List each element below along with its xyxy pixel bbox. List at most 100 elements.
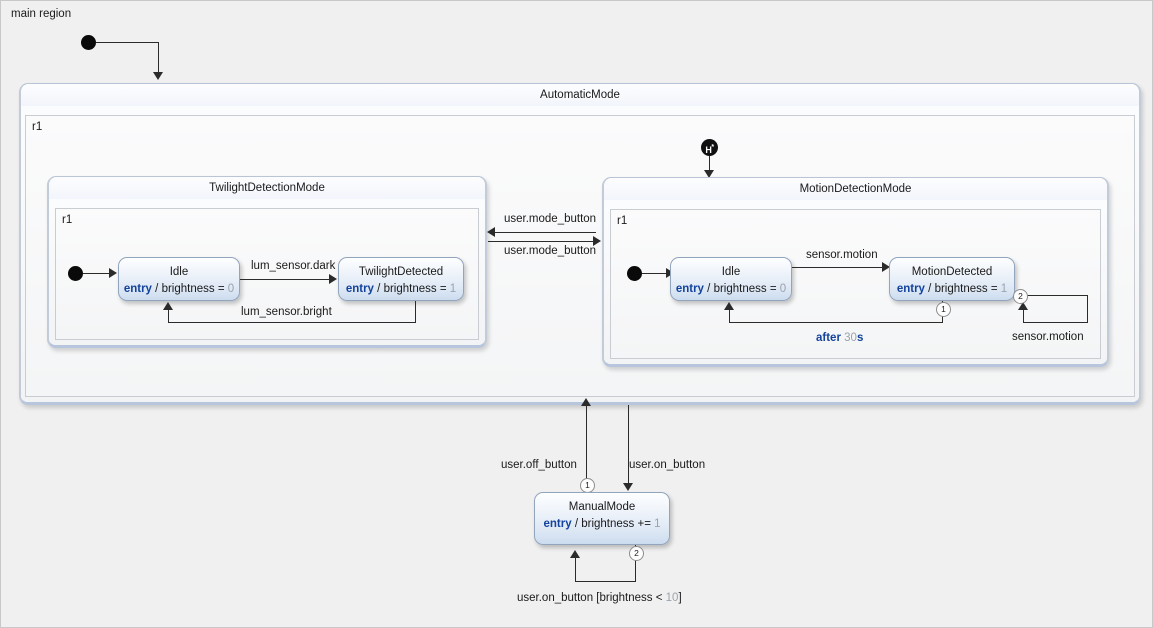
arrowhead-lum-sensor-dark <box>329 274 337 284</box>
edge-lum-bright-h <box>168 322 416 323</box>
arrowhead-sensor-motion <box>882 262 890 272</box>
edge-lum-sensor-dark <box>240 279 332 280</box>
edge-motion-self-h-top <box>1022 295 1088 296</box>
arrowhead-motion-self <box>1018 302 1028 310</box>
after-unit: s <box>856 332 864 344</box>
assignment: brightness += <box>581 518 651 530</box>
edge-mode-button-to-twilight <box>494 232 596 233</box>
edge-manual-self-v-left <box>575 557 576 582</box>
state-motion-idle-name: Idle <box>721 266 741 278</box>
edge-history-v <box>709 156 710 172</box>
edge-manual-self-v-right <box>635 545 636 582</box>
state-motion-detected-action: entry / brightness = 1 <box>890 281 1014 297</box>
label-motion-self: sensor.motion <box>1012 331 1084 343</box>
assignment: brightness = <box>934 283 998 295</box>
entry-keyword: entry <box>896 283 925 295</box>
badge-transition-order-2-motion: 2 <box>1013 289 1028 304</box>
edge-initial-main-v <box>158 42 159 74</box>
edge-after-30s-h <box>729 322 943 323</box>
state-twilight-idle[interactable]: Idle entry / brightness = 0 <box>118 257 240 301</box>
edge-manual-self-h <box>575 581 636 582</box>
arrowhead-history <box>704 170 714 178</box>
value: 1 <box>1000 283 1008 295</box>
label-off-button: user.off_button <box>501 459 577 471</box>
entry-keyword: entry <box>543 518 572 530</box>
arrowhead-initial-twilight <box>109 268 117 278</box>
badge-transition-order-1-motion: 1 <box>936 302 951 317</box>
slash: / <box>155 283 159 295</box>
state-twilight-idle-name: Idle <box>169 266 189 278</box>
manual-self-guard-open: user.on_button [brightness < <box>517 592 663 604</box>
initial-state-node-twilight[interactable] <box>68 266 83 281</box>
arrowhead-manual-self <box>570 550 580 558</box>
edge-after-30s-v-left <box>729 309 730 323</box>
arrowhead-lum-bright <box>163 302 173 310</box>
region-motion-r1-label: r1 <box>617 215 628 227</box>
state-twilight-detected-name: TwilightDetected <box>358 266 444 278</box>
state-twilight-detected-action: entry / brightness = 1 <box>339 281 463 297</box>
badge-transition-order-2-manual: 2 <box>629 546 644 561</box>
manual-self-guard-close: ] <box>678 592 682 604</box>
value: 0 <box>779 283 787 295</box>
arrowhead-off-button <box>581 398 591 406</box>
arrowhead-after-30s <box>724 302 734 310</box>
state-automatic-mode-title: AutomaticMode <box>21 84 1139 107</box>
arrowhead-mode-button-to-motion <box>593 236 601 246</box>
label-lum-sensor-bright: lum_sensor.bright <box>241 306 332 318</box>
after-keyword: after <box>816 332 841 344</box>
state-manual-mode-name: ManualMode <box>568 501 636 513</box>
label-mode-button-to-twilight: user.mode_button <box>504 213 597 225</box>
state-twilight-detected[interactable]: TwilightDetected entry / brightness = 1 <box>338 257 464 301</box>
label-sensor-motion: sensor.motion <box>806 249 878 261</box>
edge-initial-motion <box>642 273 668 274</box>
arrowhead-on-button <box>623 483 633 491</box>
state-motion-idle[interactable]: Idle entry / brightness = 0 <box>670 257 792 301</box>
edge-on-button <box>628 405 629 485</box>
manual-self-guard-value: 10 <box>665 592 679 604</box>
history-node-deep[interactable]: H* <box>701 139 718 156</box>
value: 1 <box>654 518 661 530</box>
entry-keyword: entry <box>345 283 374 295</box>
edge-lum-bright-v-left <box>168 309 169 323</box>
region-automatic-mode-r1-label: r1 <box>32 121 43 133</box>
region-twilight-r1-label: r1 <box>62 214 73 226</box>
label-on-button: user.on_button <box>629 459 706 471</box>
edge-initial-main-h <box>96 42 159 43</box>
history-node-h-label: H <box>705 145 712 155</box>
edge-initial-twilight <box>83 273 111 274</box>
state-twilight-detection-mode-title: TwilightDetectionMode <box>49 177 485 200</box>
arrowhead-initial-main <box>153 72 163 80</box>
assignment: brightness = <box>383 283 447 295</box>
edge-motion-self-v-right <box>1087 295 1088 323</box>
edge-sensor-motion <box>792 267 885 268</box>
state-manual-mode[interactable]: ManualMode entry / brightness += 1 <box>534 492 670 545</box>
state-manual-mode-action: entry / brightness += 1 <box>535 516 669 532</box>
initial-state-node-main[interactable] <box>81 35 96 50</box>
slash: / <box>574 518 579 530</box>
edge-motion-self-v-left <box>1023 309 1024 323</box>
edge-lum-bright-v-right <box>415 301 416 323</box>
value: 0 <box>227 283 235 295</box>
entry-keyword: entry <box>123 283 152 295</box>
state-motion-detected-name: MotionDetected <box>911 266 993 278</box>
label-mode-button-to-motion: user.mode_button <box>504 245 597 257</box>
slash: / <box>707 283 711 295</box>
state-motion-detection-mode-title: MotionDetectionMode <box>604 178 1107 201</box>
main-region-label: main region <box>11 8 72 20</box>
history-node-star: * <box>711 144 714 151</box>
value: 1 <box>449 283 457 295</box>
slash: / <box>377 283 381 295</box>
state-motion-idle-action: entry / brightness = 0 <box>671 281 791 297</box>
slash: / <box>928 283 932 295</box>
state-twilight-idle-action: entry / brightness = 0 <box>119 281 239 297</box>
assignment: brightness = <box>713 283 777 295</box>
state-motion-detected[interactable]: MotionDetected entry / brightness = 1 <box>889 257 1015 301</box>
initial-state-node-motion[interactable] <box>627 266 642 281</box>
label-manual-self: user.on_button [brightness < 10] <box>517 592 682 604</box>
edge-motion-self-h-bottom <box>1023 322 1088 323</box>
after-duration: 30 <box>844 332 857 344</box>
label-lum-sensor-dark: lum_sensor.dark <box>251 260 336 272</box>
edge-mode-button-to-motion <box>488 241 596 242</box>
assignment: brightness = <box>161 283 225 295</box>
